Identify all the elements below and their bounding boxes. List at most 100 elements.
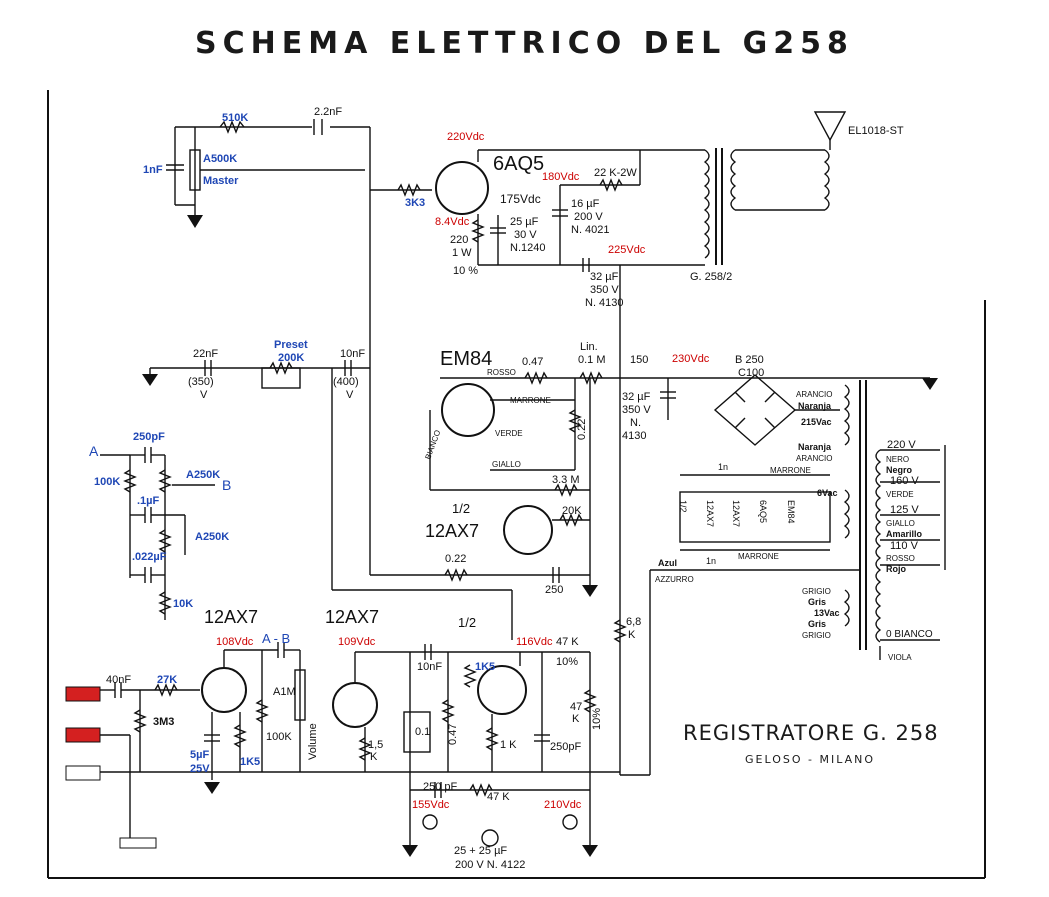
pt-110v: 110 V [890, 540, 919, 552]
em84-indicator [429, 371, 790, 585]
pt-gris-bot: Gris [808, 619, 826, 629]
pt-tube-6aq5: 6AQ5 [758, 500, 768, 523]
label-47k-bottom: 47 K [487, 791, 510, 803]
tube-em84: EM84 [440, 348, 492, 370]
footer-model: REGISTRATORE G. 258 [683, 721, 939, 745]
voltage-210: 210Vdc [544, 799, 582, 811]
tube-12ax7-right-fraction: 1/2 [458, 615, 476, 630]
label-1w: 1 W [452, 247, 472, 259]
label-400-v: V [346, 389, 354, 401]
pt-naranja-bot: Naranja [798, 442, 832, 452]
tube-6aq5: 6AQ5 [493, 153, 544, 175]
12ax7-stage3-tube-icon [477, 665, 527, 715]
label-220: 220 [450, 234, 468, 246]
heater-chain [679, 491, 831, 543]
input-stage [65, 642, 620, 849]
input-jack-2-icon [65, 727, 101, 743]
voltage-109: 109Vdc [338, 636, 376, 648]
6aq5-tube-icon [435, 161, 489, 215]
volume-stage [332, 619, 650, 857]
label-speaker: EL1018-ST [848, 125, 904, 137]
label-47k-top: 47 K [556, 636, 579, 648]
tone-control-network [100, 447, 215, 620]
label-lin-val: 0.1 M [578, 354, 606, 366]
pt-negro: Negro [886, 465, 913, 475]
label-350-v: V [200, 389, 208, 401]
pt-azul: Azul [658, 558, 677, 568]
label-25uf-n: N.1240 [510, 242, 545, 254]
label-10nf: 10nF [340, 348, 365, 360]
label-6-8: 6,8 [626, 616, 641, 628]
tube-12ax7-half-fraction: 1/2 [452, 501, 470, 516]
label-32uf-n: N. [630, 417, 641, 429]
voltage-116: 116Vdc [516, 636, 553, 648]
label-32uf-v: 350 V [622, 404, 651, 416]
label-350: (350) [188, 376, 214, 388]
pt-grigio-top: GRIGIO [802, 587, 831, 596]
label-100k: 100K [94, 476, 120, 488]
label-a250k-b: A250K [186, 469, 220, 481]
label-0-022uf: .022µF [132, 551, 167, 563]
label-0-1: 0.1 [415, 726, 430, 738]
pt-13vac: 13Vac [814, 608, 840, 618]
label-100k-plate: 100K [266, 731, 292, 743]
12ax7-left-tube-icon [201, 667, 247, 713]
label-250pf-c: 250pF [550, 741, 581, 753]
label-lin: Lin. [580, 341, 598, 353]
em84-tube-icon [441, 383, 495, 437]
pt-marrone-b: MARRONE [738, 552, 779, 561]
label-10k: 10K [173, 598, 193, 610]
pt-azzurro: AZZURRO [655, 575, 694, 584]
label-preset: Preset [274, 339, 308, 351]
label-preset-200k: 200K [278, 352, 304, 364]
tube-12ax7-right: 12AX7 [325, 607, 379, 627]
pt-marrone: MARRONE [770, 466, 811, 475]
pt-gris-top: Gris [808, 597, 826, 607]
label-40nf: 40nF [106, 674, 131, 686]
label-32uf-num: 4130 [622, 430, 646, 442]
label-1k5: 1K5 [475, 661, 495, 673]
label-a1m: A1M [273, 686, 296, 698]
label-3-3m: 3.3 M [552, 474, 580, 486]
label-master: Master [203, 175, 239, 187]
label-10pct-side: 10% [591, 708, 603, 730]
label-32uf-b-n: N. 4130 [585, 297, 624, 309]
label-5uf: 5µF [190, 749, 209, 761]
12ax7-right-tube-icon [332, 682, 378, 728]
pt-nero: NERO [886, 455, 909, 464]
label-volume: Volume [307, 723, 319, 760]
tube-12ax7-left: 12AX7 [204, 607, 258, 627]
label-10nf-b: 10nF [417, 661, 442, 673]
label-32uf: 32 µF [622, 391, 651, 403]
voltage-230: 230Vdc [672, 353, 710, 365]
label-32uf-b-v: 350 V [590, 284, 619, 296]
label-25x2uf-v: 200 V N. 4122 [455, 859, 525, 871]
voltage-220: 220Vdc [447, 131, 485, 143]
label-a-b: A - B [262, 631, 290, 646]
label-marrone: MARRONE [510, 396, 551, 405]
label-250pf: 250pF [133, 431, 165, 443]
12ax7-half-tube-icon [503, 505, 553, 555]
input-line [142, 210, 513, 640]
label-510k: 510K [222, 112, 248, 124]
label-400: (400) [333, 376, 359, 388]
pt-rosso: ROSSO [886, 554, 915, 563]
pt-grigio-bot: GRIGIO [802, 631, 831, 640]
pt-naranja-top: Naranja [798, 401, 832, 411]
voltage-225: 225Vdc [608, 244, 646, 256]
label-c100: C100 [738, 367, 764, 379]
pt-amarillo: Amarillo [886, 529, 923, 539]
label-0-47b: 0.47 [522, 356, 543, 368]
label-1nf: 1nF [143, 164, 163, 176]
label-1-5: 1,5 [368, 739, 383, 751]
pt-220v: 220 V [887, 439, 916, 451]
rectifier-bridge [713, 374, 938, 446]
pt-tube-em84: EM84 [786, 500, 796, 524]
label-47-side-unit: K [572, 713, 580, 725]
footer-maker: GELOSO - MILANO [745, 753, 875, 766]
label-2-2nf: 2.2nF [314, 106, 342, 118]
label-150: 150 [630, 354, 648, 366]
label-16uf-n: N. 4021 [571, 224, 610, 236]
label-25uf-v: 30 V [514, 229, 537, 241]
